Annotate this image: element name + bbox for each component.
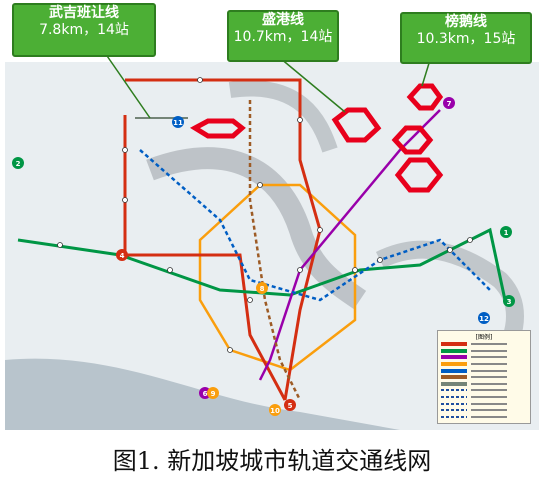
line-badge-7-label: 7 [447,100,452,108]
callout-pointer-3 [421,59,431,87]
legend-text [471,382,507,385]
legend-text [471,349,507,352]
sengkang-lrt-highlight [331,107,382,143]
station-dots [57,77,473,353]
legend-row-future-5 [438,414,530,421]
line-badge-5 [284,399,296,411]
circle-line [198,183,357,372]
legend-text [471,389,507,392]
east-west-line [17,227,507,301]
legend-swatch [441,342,467,347]
callout-pointer-1 [104,52,151,119]
legend-row-lrt [438,381,530,388]
legend-row-future-2 [438,394,530,401]
legend-text [471,356,507,359]
legend-text [471,343,507,346]
legend-title: [图例] [475,334,493,341]
legend-swatch [441,348,467,353]
line-badge-2-label: 2 [16,160,21,168]
callout-sengkang: 盛港线 10.7km，14站 [227,10,339,62]
water-band-central [146,147,367,310]
legend-row-future-1 [438,387,530,394]
legend-row-thomson [438,374,530,381]
line-badge-7 [443,97,455,109]
figure-caption: 图1. 新加坡城市轨道交通线网 [112,447,432,475]
legend-swatch [441,362,467,367]
legend-swatch [441,375,467,380]
line-badge-10-label: 10 [270,407,280,415]
callout-punggol: 榜鹅线 10.3km，15站 [400,12,532,64]
sengkang-lrt-highlight-south [394,157,444,193]
line-badge-1-label: 1 [504,229,509,237]
punggol-lrt-highlight-north [406,83,444,111]
legend-text [471,376,507,379]
line-badge-12-label: 12 [479,315,489,323]
legend-row-north-east [438,354,530,361]
line-badge-10 [269,404,281,416]
line-badge-1 [500,226,512,238]
line-badge-4-label: 4 [120,252,125,260]
legend-text [471,402,507,405]
legend-swatch [441,368,467,373]
legend-swatch [441,381,467,386]
legend-text [471,415,507,418]
legend-text [471,396,507,399]
callout-punggol-name: 榜鹅线 [445,14,487,30]
line-badge-5-label: 5 [288,402,293,410]
punggol-lrt-highlight-south [391,125,434,155]
legend-row-north-south [438,341,530,348]
legend-row-east-west [438,348,530,355]
line-badge-3-label: 3 [507,298,512,306]
map-legend: [图例] [437,330,531,424]
bukit-panjang-lrt-highlight [189,118,246,139]
line-badge-2 [12,157,24,169]
legend-row-future-3 [438,400,530,407]
callout-punggol-stats: 10.3km，15站 [416,31,516,47]
north-east-line [258,109,441,381]
line-badge-8 [256,282,268,294]
map-canvas: 1 2 3 4 5 6 7 8 9 10 11 12 [5,52,539,430]
line-badge-6-label: 6 [203,390,208,398]
legend-row-future-4 [438,407,530,414]
legend-swatch [441,409,467,412]
legend-swatch [441,355,467,360]
transit-map: 1 2 3 4 5 6 7 8 9 10 11 12 武吉班让线 7.8km，1… [5,3,539,430]
callout-bukit-panjang-name: 武吉班让线 [49,5,119,21]
legend-swatch [441,402,467,405]
callout-bukit-panjang: 武吉班让线 7.8km，14站 [12,3,156,57]
legend-swatch [441,389,467,392]
water-band-north [228,80,338,153]
callout-sengkang-stats: 10.7km，14站 [233,29,333,45]
legend-text [471,363,507,366]
line-badge-3 [503,295,515,307]
line-badge-9-label: 9 [211,390,216,398]
callout-pointer-2 [279,57,346,113]
legend-row-downtown [438,367,530,374]
legend-swatch [441,396,467,399]
legend-swatch [441,415,467,418]
line-badge-9 [207,387,219,399]
legend-text [471,369,507,372]
line-badge-8-label: 8 [260,285,265,293]
legend-row-circle [438,361,530,368]
line-badge-4 [116,249,128,261]
legend-text [471,409,507,412]
line-badge-12 [478,312,490,324]
line-badge-11 [172,116,184,128]
thomson-line [248,100,302,401]
callout-sengkang-name: 盛港线 [262,12,304,28]
north-south-line [123,78,322,401]
line-badge-11-label: 11 [173,119,183,127]
downtown-line [139,149,491,302]
callout-bukit-panjang-stats: 7.8km，14站 [39,22,129,38]
